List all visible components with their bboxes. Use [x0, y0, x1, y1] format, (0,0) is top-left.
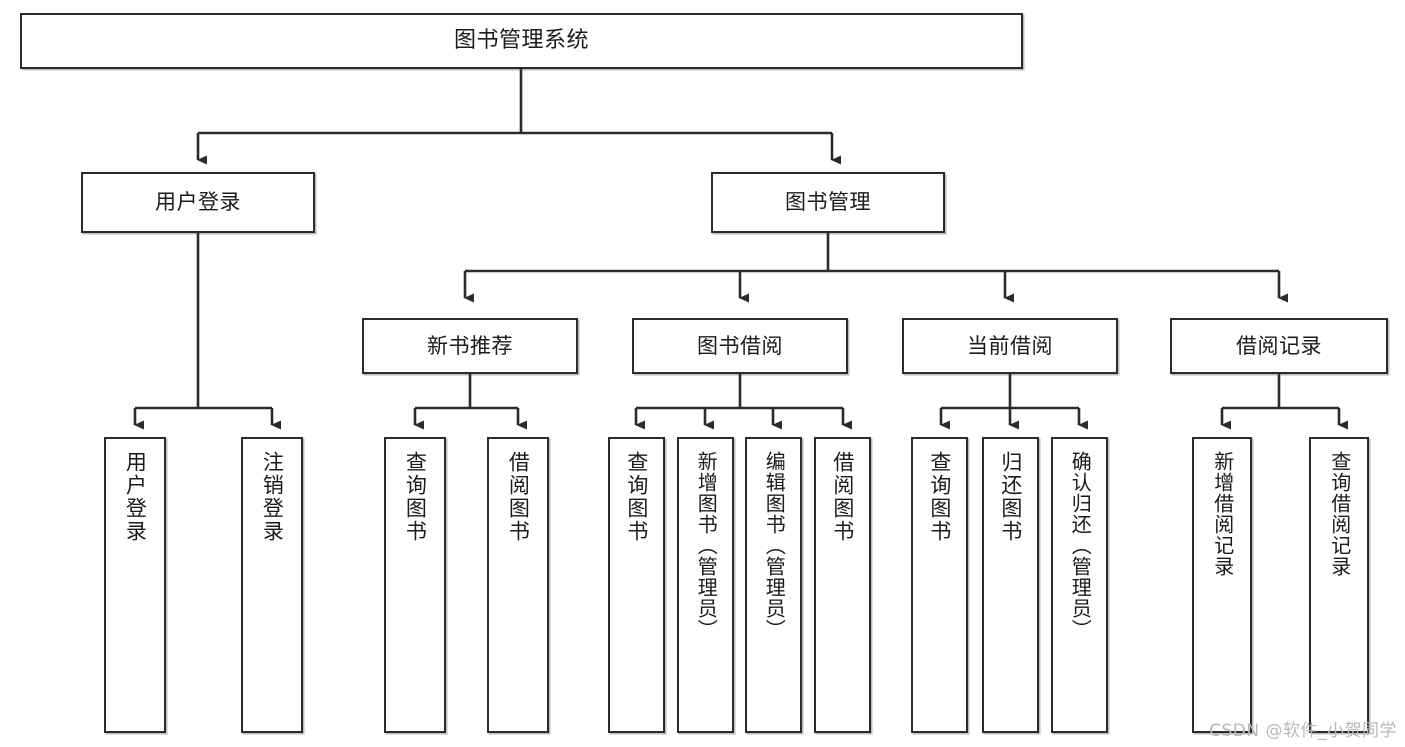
- leaf-confirm-return-admin[interactable]: 确认归还（管理员）: [1051, 437, 1108, 733]
- leaf-query-borrowing-record[interactable]: 查询借阅记录: [1309, 437, 1369, 733]
- node-label: 确认归还（管理员）: [1068, 451, 1093, 640]
- node-label: 图书管理: [785, 190, 871, 215]
- node-label: 借阅记录: [1236, 333, 1322, 358]
- node-label: 新书推荐: [427, 333, 513, 358]
- node-label: 归还图书: [998, 451, 1023, 543]
- node-book-management[interactable]: 图书管理: [711, 172, 945, 233]
- node-label: 查询图书: [403, 451, 428, 543]
- node-book-management-system[interactable]: 图书管理系统: [20, 13, 1023, 69]
- leaf-edit-book-admin[interactable]: 编辑图书（管理员）: [745, 437, 802, 733]
- node-label: 用户登录: [123, 451, 148, 543]
- leaf-query-book-borrowing[interactable]: 查询图书: [608, 437, 665, 733]
- node-label: 用户登录: [155, 190, 241, 215]
- node-label: 查询借阅记录: [1327, 451, 1352, 577]
- node-new-book-recommendation[interactable]: 新书推荐: [362, 318, 578, 374]
- node-label: 当前借阅: [967, 333, 1053, 358]
- node-label: 图书管理系统: [453, 28, 589, 54]
- node-label: 借阅图书: [506, 451, 531, 543]
- node-current-borrowing[interactable]: 当前借阅: [902, 318, 1118, 374]
- node-label: 图书借阅: [697, 333, 783, 358]
- leaf-return-book[interactable]: 归还图书: [982, 437, 1039, 733]
- node-borrowing-records[interactable]: 借阅记录: [1170, 318, 1388, 374]
- csdn-watermark: CSDN @软件_小贺同学: [1209, 721, 1397, 741]
- node-label: 借阅图书: [830, 451, 855, 543]
- node-label: 新增借阅记录: [1210, 451, 1235, 577]
- leaf-user-login[interactable]: 用户登录: [104, 437, 166, 733]
- node-label: 查询图书: [624, 451, 649, 543]
- node-user-login[interactable]: 用户登录: [81, 172, 315, 233]
- node-label: 查询图书: [927, 451, 952, 543]
- leaf-add-borrowing-record[interactable]: 新增借阅记录: [1192, 437, 1252, 733]
- leaf-borrow-book-borrowing[interactable]: 借阅图书: [814, 437, 871, 733]
- node-label: 编辑图书（管理员）: [762, 451, 787, 640]
- leaf-add-book-admin[interactable]: 新增图书（管理员）: [677, 437, 734, 733]
- node-label: 新增图书（管理员）: [694, 451, 719, 640]
- leaf-query-book-recommendation[interactable]: 查询图书: [384, 437, 446, 733]
- node-book-borrowing[interactable]: 图书借阅: [632, 318, 848, 374]
- node-label: 注销登录: [260, 451, 285, 543]
- leaf-query-book-current[interactable]: 查询图书: [911, 437, 968, 733]
- leaf-borrow-book-recommendation[interactable]: 借阅图书: [487, 437, 549, 733]
- leaf-logout[interactable]: 注销登录: [241, 437, 303, 733]
